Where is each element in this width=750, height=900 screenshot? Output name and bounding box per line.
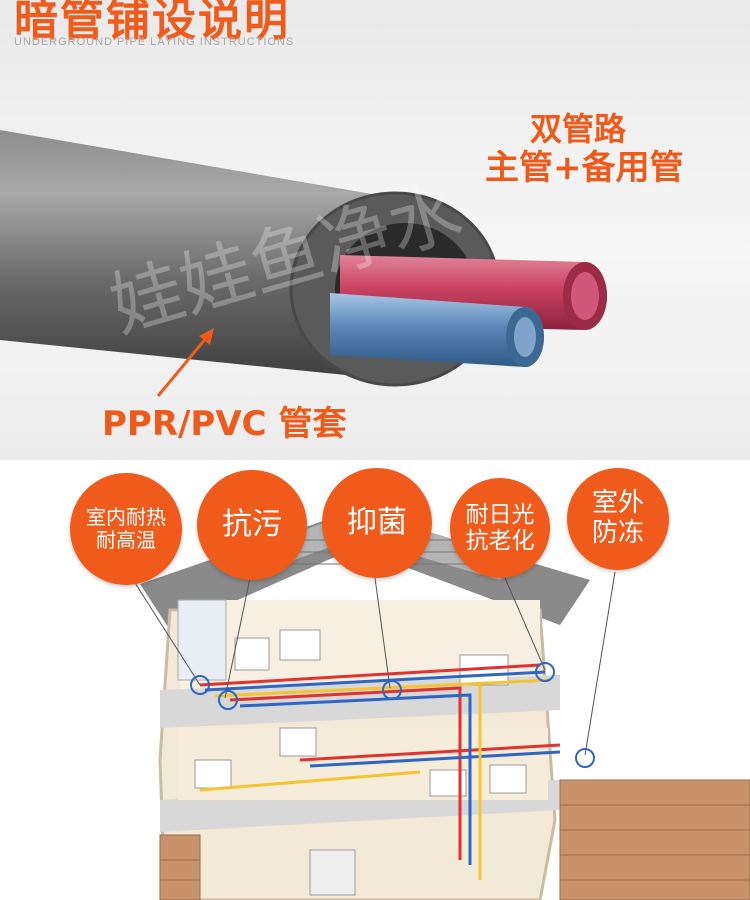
feature-badge-line2: 耐高温 <box>96 528 156 552</box>
feature-badge-uv-resistant: 耐日光抗老化 <box>450 478 550 578</box>
feature-badge-line2: 防冻 <box>591 518 644 548</box>
sleeve-label: PPR/PVC 管套 <box>102 404 347 444</box>
dual-pipe-label: 双管路 <box>530 110 627 148</box>
feature-badge-line1: 抗污 <box>222 506 282 542</box>
feature-badge-line1: 室内耐热 <box>86 505 166 529</box>
page-subtitle: UNDERGROUND PIPE LAYING INSTRUCTIONS <box>14 36 295 48</box>
feature-badge-antibacterial: 抑菌 <box>322 468 432 578</box>
pipe-illustration: 娃娃鱼净水 <box>0 130 607 397</box>
feature-badge-line2: 抗老化 <box>465 528 535 554</box>
pipe-section: 娃娃鱼净水 暗管铺设说明 UNDERGROUND PIPE LAYING INS… <box>0 0 750 460</box>
main-backup-pipe-label: 主管+备用管 <box>485 148 684 188</box>
feature-badge-line1: 室外 <box>591 488 644 519</box>
feature-badge-heat-resistant: 室内耐热耐高温 <box>70 473 182 585</box>
house-section: 室内耐热耐高温 抗污 抑菌 耐日光抗老化 室外防冻 <box>0 460 750 900</box>
feature-badge-anti-fouling: 抗污 <box>197 470 307 580</box>
page-title: 暗管铺设说明 <box>14 0 290 46</box>
feature-badge-line1: 耐日光 <box>465 501 535 528</box>
feature-badge-line1: 抑菌 <box>347 504 407 540</box>
feature-badge-antifreeze: 室外防冻 <box>567 468 669 570</box>
